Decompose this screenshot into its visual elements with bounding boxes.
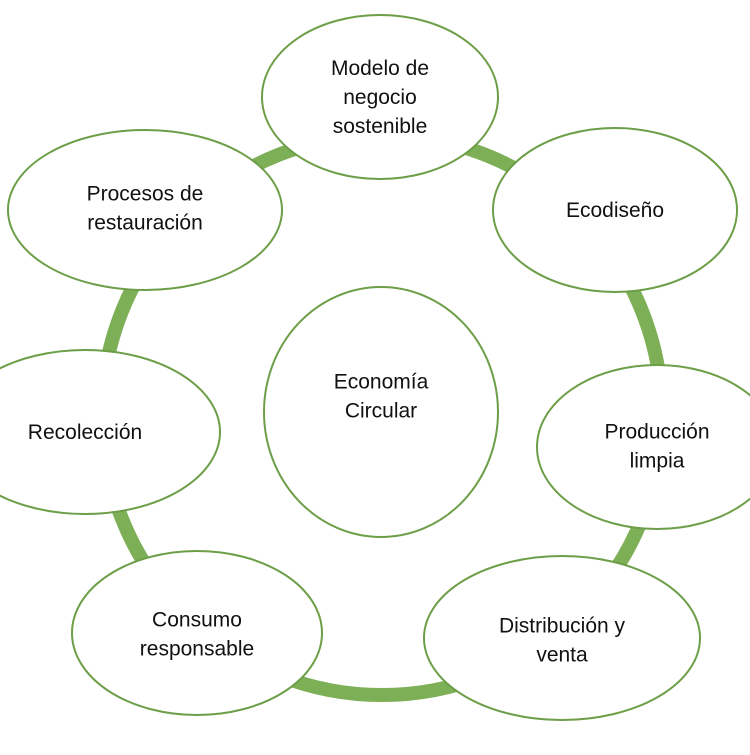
node-label: Recolección — [28, 421, 142, 444]
node-ellipse — [71, 550, 323, 716]
node-label-line: negocio — [343, 86, 417, 109]
node-label-line: Economía — [334, 371, 429, 394]
node-procesos-de-restauracion: Procesos de restauración — [7, 129, 283, 291]
node-label-line: Procesos de — [87, 183, 204, 206]
node-label-line: restauración — [87, 212, 203, 235]
node-ellipse — [423, 555, 701, 721]
node-label-line: sostenible — [333, 115, 428, 138]
node-ecodiseno: Ecodiseño — [492, 127, 738, 293]
node-recoleccion: Recolección — [0, 349, 221, 515]
node-modelo-de-negocio-sostenible: Modelo de negocio sostenible — [261, 14, 499, 180]
node-label-line: Ecodiseño — [566, 199, 664, 222]
node-label-line: limpia — [630, 450, 685, 473]
node-label-line: Recolección — [28, 421, 142, 444]
node-label-line: Modelo de — [331, 57, 429, 80]
node-label: Distribución y venta — [499, 615, 626, 667]
node-label: Procesos de restauración — [87, 183, 204, 235]
node-label: Consumo responsable — [140, 609, 254, 661]
nodes-layer: Modelo de negocio sostenibleEcodiseñoProdu… — [0, 14, 750, 721]
node-ellipse — [492, 127, 738, 293]
center-ellipse — [263, 286, 499, 538]
node-label-line: Distribución y — [499, 615, 626, 638]
node-label-line: venta — [536, 644, 588, 667]
node-label: Ecodiseño — [566, 199, 664, 222]
node-produccion-limpia: Producción limpia — [536, 364, 750, 530]
node-label-line: Consumo — [152, 609, 242, 632]
node-label: Modelo de negocio sostenible — [331, 57, 429, 138]
node-label-line: responsable — [140, 638, 254, 661]
node-label-line: Producción — [604, 421, 709, 444]
node-consumo-responsable: Consumo responsable — [71, 550, 323, 716]
node-ellipse — [7, 129, 283, 291]
node-label-line: Circular — [345, 400, 417, 423]
node-label: Producción limpia — [604, 421, 709, 473]
node-ellipse — [261, 14, 499, 180]
node-ellipse — [0, 349, 221, 515]
node-ellipse — [536, 364, 750, 530]
node-distribucion-y-venta: Distribución y venta — [423, 555, 701, 721]
